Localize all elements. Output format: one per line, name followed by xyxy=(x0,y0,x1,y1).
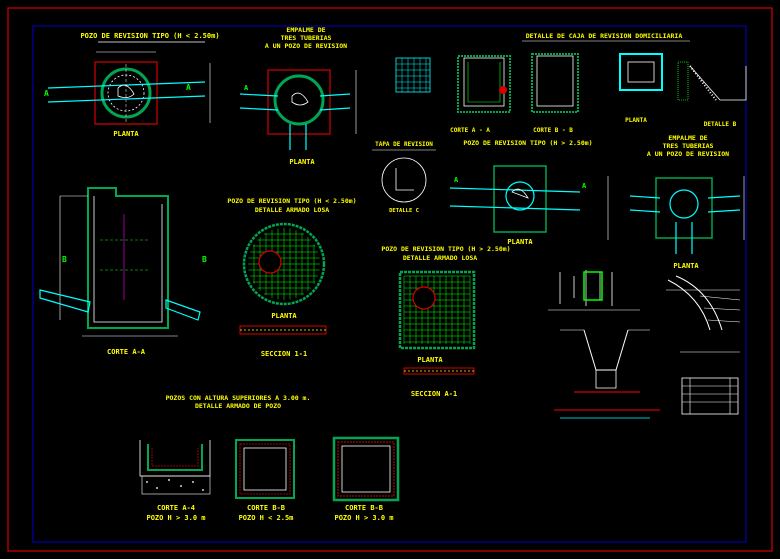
detalle-b-caption: DETALLE B xyxy=(704,121,737,128)
empalme-2-title-1: EMPALME DE xyxy=(668,134,707,142)
pozo-tipo-small-title: POZO DE REVISION TIPO (H < 2.50m) xyxy=(80,32,219,40)
planta-caption-3: PLANTA xyxy=(625,117,647,124)
detalle-c-caption: DETALLE C xyxy=(389,208,419,214)
empalme-1-plan: EMPALME DE TRES TUBERIAS A UN POZO DE RE… xyxy=(239,26,357,166)
altura-detail: POZOS CON ALTURA SUPERIORES A 3.00 m. DE… xyxy=(139,394,400,522)
corte-b2-caption-2: POZO H > 3.0 m xyxy=(334,514,393,522)
empalme-2-title-2: TRES TUBERIAS xyxy=(663,142,714,150)
corte-b1-caption-2: POZO H < 2.5m xyxy=(239,514,294,522)
large-marker-a-right: A xyxy=(582,182,587,190)
right-details xyxy=(548,270,741,419)
empalme-1-title-1: EMPALME DE xyxy=(286,26,325,34)
corte-aa-2-caption: CORTE A - A xyxy=(450,127,490,134)
pozo-tipo-large-title: POZO DE REVISION TIPO (H > 2.50m) xyxy=(463,139,592,147)
detalle-caja: DETALLE DE CAJA DE REVISION DOMICILIARIA… xyxy=(395,32,747,134)
marker-a-left: A xyxy=(44,89,49,98)
losa-small-title-1: POZO DE REVISION TIPO (H < 2.50m) xyxy=(227,197,356,205)
planta-caption-4: PLANTA xyxy=(507,238,533,246)
empalme-2-plan: EMPALME DE TRES TUBERIAS A UN POZO DE RE… xyxy=(607,134,745,270)
corte-aa-caption: CORTE A-A xyxy=(107,348,146,356)
corte-b2-caption-1: CORTE B-B xyxy=(345,504,383,512)
planta-caption-1: PLANTA xyxy=(113,130,139,138)
corte-aa-section: B B CORTE A-A xyxy=(39,187,207,356)
pozo-tipo-small-plan: POZO DE REVISION TIPO (H < 2.50m) A A PL… xyxy=(44,32,220,138)
corte-marker-b-left: B xyxy=(62,255,67,264)
losa-large-detail: POZO DE REVISION TIPO (H > 2.50m) DETALL… xyxy=(381,245,510,398)
losa-large-title-1: POZO DE REVISION TIPO (H > 2.50m) xyxy=(381,245,510,253)
planta-caption-6: PLANTA xyxy=(271,312,297,320)
large-marker-a-left: A xyxy=(454,176,459,184)
pozo-tipo-large-plan: POZO DE REVISION TIPO (H > 2.50m) A A PL… xyxy=(449,139,593,246)
altura-title-1: POZOS CON ALTURA SUPERIORES A 3.00 m. xyxy=(166,394,311,402)
losa-large-title-2: DETALLE ARMADO LOSA xyxy=(403,254,477,262)
corte-bb-caption: CORTE B - B xyxy=(533,127,573,134)
losa-small-title-2: DETALLE ARMADO LOSA xyxy=(255,206,329,214)
altura-title-2: DETALLE ARMADO DE POZO xyxy=(195,402,281,410)
empalme-1-marker-a: A xyxy=(244,84,249,92)
empalme-1-title-3: A UN POZO DE REVISION xyxy=(265,42,347,50)
seccion-11-caption: SECCION 1-1 xyxy=(261,350,307,358)
inner-frame xyxy=(32,25,747,543)
corte-a4-caption-1: CORTE A-4 xyxy=(157,504,195,512)
tapa-revision: TAPA DE REVISION DETALLE C xyxy=(372,141,436,214)
detalle-caja-title: DETALLE DE CAJA DE REVISION DOMICILIARIA xyxy=(526,32,683,40)
corte-b1-caption-1: CORTE B-B xyxy=(247,504,285,512)
corte-marker-b-right: B xyxy=(202,255,207,264)
planta-caption-2: PLANTA xyxy=(289,158,315,166)
outer-frame xyxy=(7,7,773,552)
planta-caption-5: PLANTA xyxy=(673,262,699,270)
planta-caption-7: PLANTA xyxy=(417,356,443,364)
tapa-title: TAPA DE REVISION xyxy=(375,141,433,148)
losa-small-detail: POZO DE REVISION TIPO (H < 2.50m) DETALL… xyxy=(227,197,356,358)
seccion-aa-caption: SECCION A-1 xyxy=(411,390,457,398)
marker-a-right: A xyxy=(186,83,191,92)
empalme-1-title-2: TRES TUBERIAS xyxy=(281,34,332,42)
empalme-2-title-3: A UN POZO DE REVISION xyxy=(647,150,729,158)
corte-a4-caption-2: POZO H > 3.0 m xyxy=(146,514,205,522)
